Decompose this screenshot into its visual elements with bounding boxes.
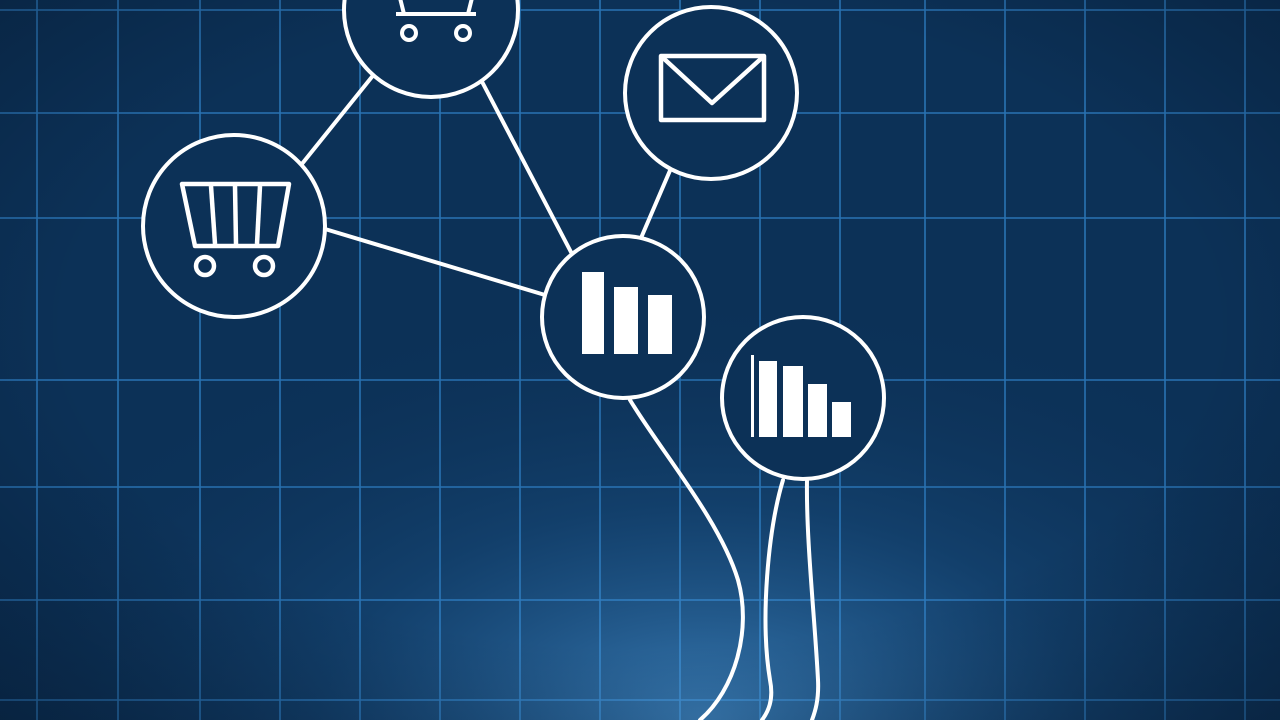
link-cart-top-chart-center (476, 72, 574, 256)
node-mail (623, 5, 799, 181)
bar-chart-icon (751, 355, 851, 437)
link-cart-left-chart-center (323, 227, 547, 297)
node-circle (342, 0, 520, 99)
bar (614, 287, 638, 354)
envelope-icon (658, 53, 767, 123)
bar (808, 384, 827, 437)
node-circle (623, 5, 799, 181)
shopping-cart-icon (179, 181, 292, 278)
bar (832, 402, 851, 437)
axis (751, 355, 754, 437)
bar (648, 295, 672, 354)
bar (582, 272, 604, 354)
node-chart-center (540, 234, 706, 400)
cable-right-1 (760, 478, 785, 720)
node-cart-top (342, 0, 520, 99)
bar (759, 361, 777, 437)
bar-chart-icon (582, 272, 672, 354)
node-chart-right (720, 315, 886, 481)
node-cart-left (141, 133, 327, 319)
cable-right-2 (804, 478, 821, 720)
bar (783, 366, 803, 437)
cable-center (628, 398, 745, 720)
shopping-cart-icon (396, 0, 476, 42)
